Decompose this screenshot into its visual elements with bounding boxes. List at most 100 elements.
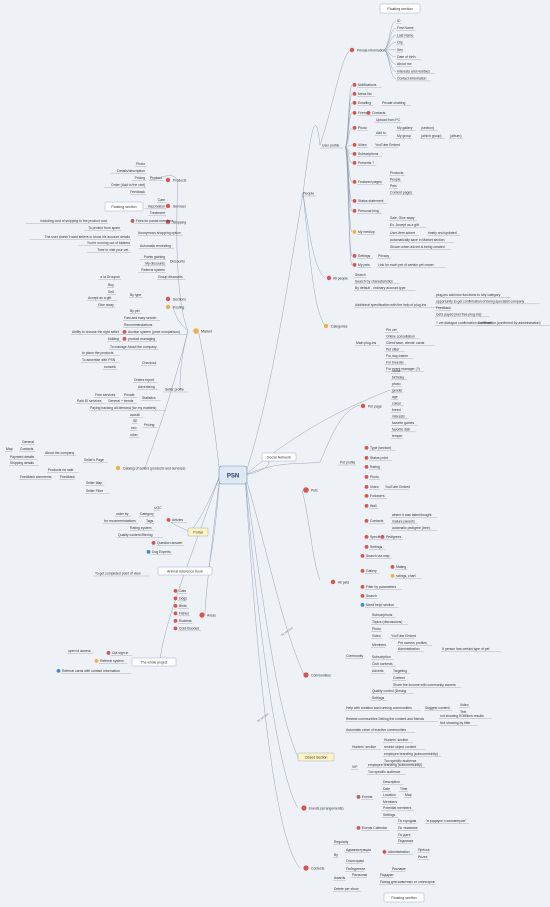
emailing-sub[interactable]: Private chatting <box>382 101 405 105</box>
shipping-item[interactable]: Automatic reminding <box>140 244 171 248</box>
events-item[interactable]: Description <box>383 780 400 784</box>
private-info-item[interactable]: About me <box>397 62 412 66</box>
all-pets-item[interactable]: Search <box>366 594 377 598</box>
pet-profile-item[interactable]: Status point <box>370 456 388 460</box>
private-info-item[interactable]: Last Name <box>397 33 414 37</box>
events-item[interactable]: Members <box>383 800 397 804</box>
pet-profile-item[interactable]: Wall <box>370 504 377 508</box>
seller-item[interactable]: Statistics <box>142 396 156 400</box>
seller-profile-node[interactable]: Seller profile <box>163 388 188 393</box>
whole-project-node[interactable]: The whole project <box>131 657 177 667</box>
profile-item[interactable]: News list <box>358 92 372 96</box>
product-item[interactable]: Details/description <box>117 169 145 173</box>
area-item[interactable]: Fishes <box>179 612 189 616</box>
mediop-sub[interactable]: Shown when advert is being created <box>390 245 445 249</box>
closed-item[interactable]: employee branding (subcommunity) <box>368 763 422 767</box>
article-item[interactable]: Tags <box>146 519 153 523</box>
main-plugin-item[interactable]: Pet vet <box>386 328 397 332</box>
catalog-node[interactable]: Catalog of sellers (products and service… <box>115 465 186 471</box>
seller-item[interactable]: To manage About the company <box>110 345 157 349</box>
community-help[interactable]: Not showing by filter <box>440 721 471 725</box>
product-item[interactable]: Order (Add to the cart) <box>111 183 145 187</box>
shipping-item[interactable]: The user doesn't want sellers to know hi… <box>45 235 131 239</box>
about-item[interactable]: Payment details <box>10 455 34 459</box>
article-item[interactable]: Rating system <box>130 526 152 530</box>
members-sub[interactable]: If person has certain type of pet <box>442 647 490 651</box>
private-info-item[interactable]: City <box>397 41 403 45</box>
private-info-item[interactable]: Date of birth <box>397 55 416 59</box>
profile-item[interactable]: Featured pages <box>358 180 382 184</box>
product-node[interactable]: Product <box>150 176 162 180</box>
mediop-sub[interactable]: Ex, Accept as a gift <box>390 223 419 227</box>
contests-ru[interactable]: Рекламе <box>392 867 406 871</box>
community-sub[interactable]: Targeting <box>393 669 407 673</box>
section-item[interactable]: Fast and easy search <box>124 316 157 320</box>
community-top[interactable]: Community <box>346 654 363 658</box>
pet-page-item[interactable]: birthday <box>392 376 404 380</box>
contests-item[interactable]: Administration <box>388 850 410 854</box>
all-pets-item[interactable]: Search via map <box>366 554 390 558</box>
events-item[interactable]: "в радиусе n километров" <box>426 819 467 823</box>
profile-item[interactable]: Photo <box>358 126 367 130</box>
area-item[interactable]: Birds <box>179 604 187 608</box>
closed-item[interactable]: Too specific audience <box>384 759 417 763</box>
shipping-item[interactable]: Anonymous shopping option <box>138 231 181 235</box>
product-item[interactable]: Feedback <box>130 190 145 194</box>
events-item[interactable]: Settings <box>383 813 396 817</box>
photo-sub[interactable]: My group <box>397 134 411 138</box>
plugin-item[interactable]: Feedback <box>436 306 451 310</box>
contests-item[interactable]: Prizes <box>418 855 428 859</box>
main-plugin-item[interactable]: Online consultation <box>386 335 415 339</box>
section-item[interactable]: Recommendations <box>124 323 153 327</box>
all-people-item[interactable]: Search <box>355 273 366 277</box>
all-pets-item[interactable]: Filter by parameters <box>366 585 396 589</box>
section-item[interactable]: bidding <box>108 337 119 341</box>
whole-item[interactable]: open id access <box>68 649 91 653</box>
seller-item[interactable]: To advertise with PSN <box>82 358 116 362</box>
main-plugin-item[interactable]: Client base, clients' cards <box>386 341 425 345</box>
pet-profile-item[interactable]: Photo <box>370 475 379 479</box>
profile-item[interactable]: My mediop <box>358 230 375 234</box>
members-sub[interactable]: Administration <box>398 647 420 651</box>
closed-item[interactable]: Too specific audience <box>368 770 401 774</box>
branch-social-network[interactable]: Social Network <box>261 452 297 462</box>
closed-item[interactable]: VIP <box>352 765 358 769</box>
community-help[interactable]: Video <box>460 703 469 707</box>
community-help[interactable]: Suggest content <box>425 706 450 710</box>
pet-page-item[interactable]: interests <box>392 415 405 419</box>
pet-specific-sub[interactable]: Pedigrees <box>386 535 402 539</box>
branch-portal[interactable]: Portal <box>187 527 209 537</box>
seller-item[interactable]: Pricing <box>144 423 154 427</box>
photo-sub2[interactable]: (section) <box>421 126 434 130</box>
discount-item[interactable]: Points gaining <box>144 255 165 259</box>
seller-item[interactable]: aucutll <box>130 413 140 417</box>
pet-page-item[interactable]: age <box>392 395 398 399</box>
contests-ru[interactable]: Повод для животных от спонсоров <box>380 880 435 884</box>
seller-item[interactable]: Paying tracking all demand (for my marke… <box>90 406 156 410</box>
profile-item[interactable]: Friends <box>358 111 370 115</box>
section-item[interactable]: Accept as a gift <box>88 296 111 300</box>
contests-item[interactable]: Awards <box>334 876 346 880</box>
gallery-sub[interactable]: ratings, chart <box>396 574 416 578</box>
mediop-sub[interactable]: Sale, Give away <box>390 216 415 220</box>
pet-profile-item[interactable]: Rating <box>370 465 380 469</box>
shipping-node[interactable]: Shipping <box>165 219 187 225</box>
seller-item[interactable]: Private <box>124 393 135 397</box>
pet-page-item[interactable]: breed <box>392 408 401 412</box>
community-help[interactable]: not showing in search results <box>440 714 484 718</box>
all-people-item[interactable]: Search by characteristics <box>355 280 393 284</box>
pet-profile-item[interactable]: Contacts <box>370 519 384 523</box>
product-item[interactable]: Photo <box>136 162 145 166</box>
closed-item[interactable]: Hunters' section <box>352 745 376 749</box>
profile-item[interactable]: Personal blog <box>358 209 379 213</box>
plugin-item[interactable]: Gets payed (wet free plug-ins) <box>436 313 481 317</box>
seller-item[interactable]: Advertizing <box>138 385 155 389</box>
branch-market[interactable]: Market <box>193 328 212 334</box>
product-item[interactable]: Pricing <box>135 176 145 180</box>
settings-sub[interactable]: Privacy <box>378 254 389 258</box>
events-item[interactable]: Date <box>383 787 390 791</box>
seller-item[interactable]: Checkout <box>142 361 156 365</box>
branch-people[interactable]: People <box>301 192 316 197</box>
pet-contacts-sub[interactable]: where it was taken/bought <box>392 513 431 517</box>
main-plugin-item[interactable]: For event manager (?) <box>386 367 420 371</box>
